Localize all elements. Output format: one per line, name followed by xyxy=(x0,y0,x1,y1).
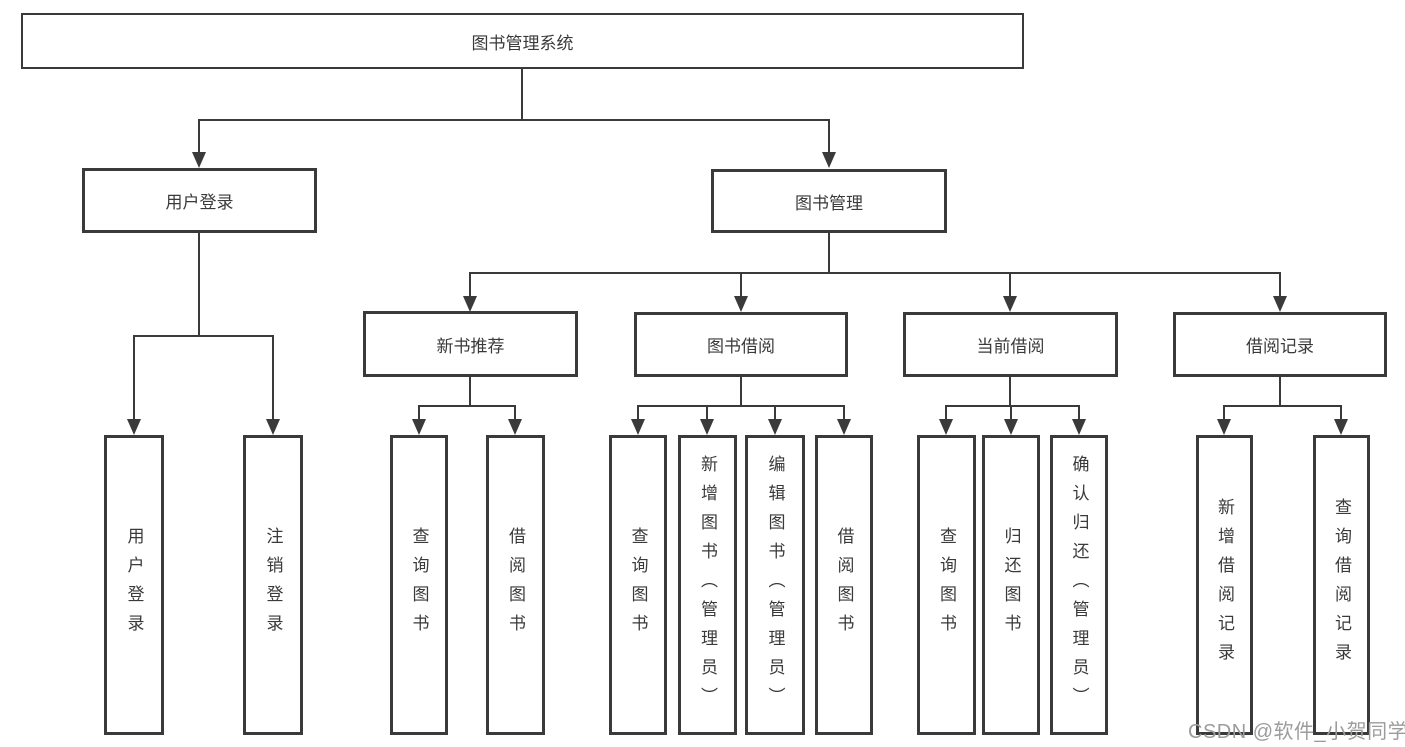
arrowhead-down-icon xyxy=(1217,419,1231,435)
node-new-book-recommend: 新书推荐 xyxy=(363,311,578,377)
connector-line xyxy=(469,377,471,405)
connector-line xyxy=(418,405,420,419)
node-label: 归还图书 xyxy=(1001,527,1021,643)
arrowhead-down-icon xyxy=(412,419,426,435)
node-label: 查询图书 xyxy=(628,527,648,643)
connector-line xyxy=(945,405,947,419)
connector-line xyxy=(828,233,830,272)
connector-line xyxy=(637,405,844,407)
connector-line xyxy=(706,405,708,419)
connector-line xyxy=(1340,405,1342,419)
node-label: 编辑图书（管理员） xyxy=(765,454,785,716)
node-label: 借阅图书 xyxy=(834,527,854,643)
connector-line xyxy=(945,405,1079,407)
csdn-watermark: CSDN @软件_小贺同学 xyxy=(1188,721,1405,743)
node-current-borrowing: 当前借阅 xyxy=(903,312,1118,377)
connector-line xyxy=(1279,377,1281,405)
node-leaf-edit-book-admin: 编辑图书（管理员） xyxy=(745,435,805,735)
node-user-login-group: 用户登录 xyxy=(82,168,317,233)
connector-line xyxy=(1223,405,1225,419)
node-label: 查询图书 xyxy=(937,527,956,643)
node-label: 用户登录 xyxy=(165,193,234,212)
connector-line xyxy=(469,272,1280,274)
node-label: 注销登录 xyxy=(263,527,283,643)
connector-line xyxy=(198,119,200,152)
arrowhead-down-icon xyxy=(1003,296,1017,312)
node-label: 当前借阅 xyxy=(976,337,1045,356)
connector-line xyxy=(133,335,273,337)
connector-line xyxy=(740,377,742,405)
arrowhead-down-icon xyxy=(192,152,206,168)
node-system-root: 图书管理系统 xyxy=(21,13,1024,69)
node-leaf-confirm-return-admin: 确认归还（管理员） xyxy=(1050,435,1108,735)
arrowhead-down-icon xyxy=(939,419,953,435)
node-leaf-return-book: 归还图书 xyxy=(982,435,1040,735)
arrowhead-down-icon xyxy=(463,296,477,312)
connector-line xyxy=(1009,377,1011,405)
node-leaf-user-login: 用户登录 xyxy=(104,435,164,735)
node-label: 确认归还（管理员） xyxy=(1069,454,1089,716)
arrowhead-down-icon xyxy=(631,419,645,435)
node-leaf-borrow-books-2: 借阅图书 xyxy=(815,435,873,735)
arrowhead-down-icon xyxy=(266,419,280,435)
arrowhead-down-icon xyxy=(768,419,782,435)
connector-line xyxy=(198,233,200,335)
node-leaf-borrow-books-1: 借阅图书 xyxy=(486,435,545,735)
node-leaf-query-books-1: 查询图书 xyxy=(390,435,448,735)
node-label: 新书推荐 xyxy=(436,336,505,356)
node-leaf-add-borrow-record: 新增借阅记录 xyxy=(1196,435,1253,735)
node-label: 借阅记录 xyxy=(1246,337,1314,356)
node-label: 图书管理 xyxy=(795,193,863,213)
connector-line xyxy=(521,69,523,119)
arrowhead-down-icon xyxy=(700,419,714,435)
node-label: 新增图书（管理员） xyxy=(698,454,717,716)
connector-line xyxy=(272,335,274,419)
node-label: 图书借阅 xyxy=(707,337,775,356)
connector-line xyxy=(1010,405,1012,419)
connector-line xyxy=(740,272,742,296)
arrowhead-down-icon xyxy=(508,419,522,435)
arrowhead-down-icon xyxy=(1072,419,1086,435)
connector-line xyxy=(1078,405,1080,419)
node-label: 查询借阅记录 xyxy=(1332,498,1351,672)
arrowhead-down-icon xyxy=(127,419,141,435)
node-book-management-group: 图书管理 xyxy=(711,169,947,233)
node-leaf-query-books-2: 查询图书 xyxy=(609,435,667,735)
arrowhead-down-icon xyxy=(822,152,836,168)
connector-line xyxy=(1223,405,1341,407)
connector-line xyxy=(1009,272,1011,296)
node-label: 查询图书 xyxy=(409,527,429,643)
node-label: 图书管理系统 xyxy=(471,33,574,53)
node-book-borrowing: 图书借阅 xyxy=(634,312,848,377)
node-borrowing-records: 借阅记录 xyxy=(1173,312,1387,377)
connector-line xyxy=(1279,272,1281,296)
node-label: 用户登录 xyxy=(124,527,144,643)
node-leaf-add-book-admin: 新增图书（管理员） xyxy=(678,435,737,735)
connector-line xyxy=(469,272,471,296)
connector-line xyxy=(418,405,516,407)
arrowhead-down-icon xyxy=(1273,296,1287,312)
node-label: 借阅图书 xyxy=(506,527,525,643)
connector-line xyxy=(637,405,639,419)
connector-line xyxy=(514,405,516,419)
arrowhead-down-icon xyxy=(734,296,748,312)
arrowhead-down-icon xyxy=(1004,419,1018,435)
arrowhead-down-icon xyxy=(1334,419,1348,435)
connector-line xyxy=(198,119,830,121)
connector-line xyxy=(843,405,845,419)
node-leaf-query-books-3: 查询图书 xyxy=(917,435,976,735)
connector-line xyxy=(774,405,776,419)
node-label: 新增借阅记录 xyxy=(1215,498,1234,672)
connector-line xyxy=(828,119,830,152)
connector-line xyxy=(133,335,135,419)
node-leaf-query-borrow-record: 查询借阅记录 xyxy=(1313,435,1370,735)
node-leaf-logout: 注销登录 xyxy=(243,435,303,735)
arrowhead-down-icon xyxy=(837,419,851,435)
